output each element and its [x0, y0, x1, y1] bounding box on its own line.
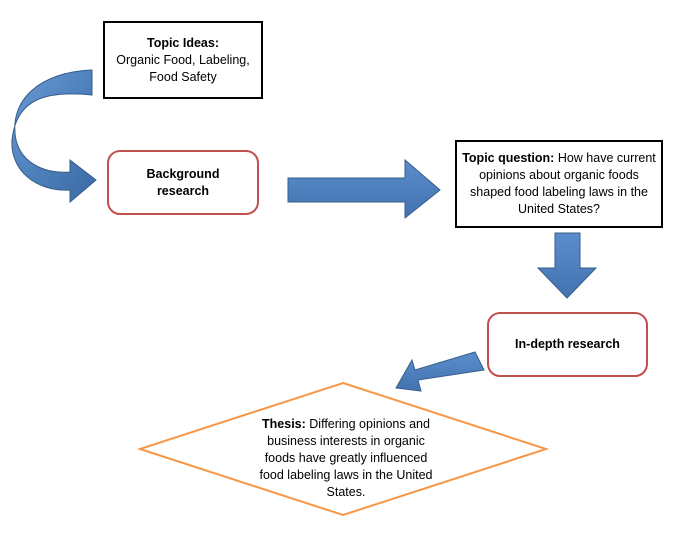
- background-research-box: [107, 150, 259, 215]
- background-line1: Background: [146, 166, 220, 181]
- topic-ideas-title: Topic Ideas:: [146, 35, 219, 50]
- topic-ideas-line1: Organic Food, Labeling,: [116, 52, 250, 67]
- topic-ideas-text: Topic Ideas: Organic Food, Labeling, Foo…: [104, 22, 262, 98]
- question-line4: United States?: [518, 202, 600, 216]
- curved-arrow-topic-to-background: [11, 69, 97, 204]
- topic-ideas-line2: Food Safety: [149, 69, 217, 84]
- thesis-line1: Thesis: Differing opinions and: [262, 416, 430, 433]
- topic-ideas-box: [103, 21, 263, 99]
- thesis-line3: foods have greatly influenced: [264, 450, 428, 465]
- thesis-line2: business interests in organic: [267, 433, 425, 448]
- topic-question-text: Topic question: How have current opinion…: [456, 141, 662, 227]
- thesis-line4: food labeling laws in the United: [259, 467, 433, 482]
- question-line1: Topic question: How have current: [462, 150, 656, 167]
- diagonal-arrow-indepth-to-thesis: [395, 351, 485, 392]
- topic-question-box: [455, 140, 663, 228]
- down-arrow-question-to-indepth: [536, 232, 598, 299]
- background-line2: research: [156, 183, 210, 198]
- right-arrow-background-to-question: [287, 158, 441, 220]
- thesis-text: Thesis: Differing opinions and business …: [246, 412, 446, 504]
- thesis-line5: States.: [326, 484, 366, 499]
- thesis-label: Thesis:: [262, 416, 306, 431]
- indepth-research-box: [487, 312, 648, 377]
- question-label: Topic question:: [462, 151, 555, 165]
- question-line2: opinions about organic foods: [479, 168, 639, 182]
- thesis-diamond: [136, 381, 550, 517]
- question-line1-rest: How have current: [554, 151, 656, 165]
- question-line3: shaped food labeling laws in the: [470, 185, 648, 199]
- indepth-research-text: In-depth research: [488, 313, 647, 376]
- background-research-text: Background research: [108, 151, 258, 214]
- thesis-line1-rest: Differing opinions and: [305, 416, 430, 431]
- indepth-label: In-depth research: [515, 337, 620, 351]
